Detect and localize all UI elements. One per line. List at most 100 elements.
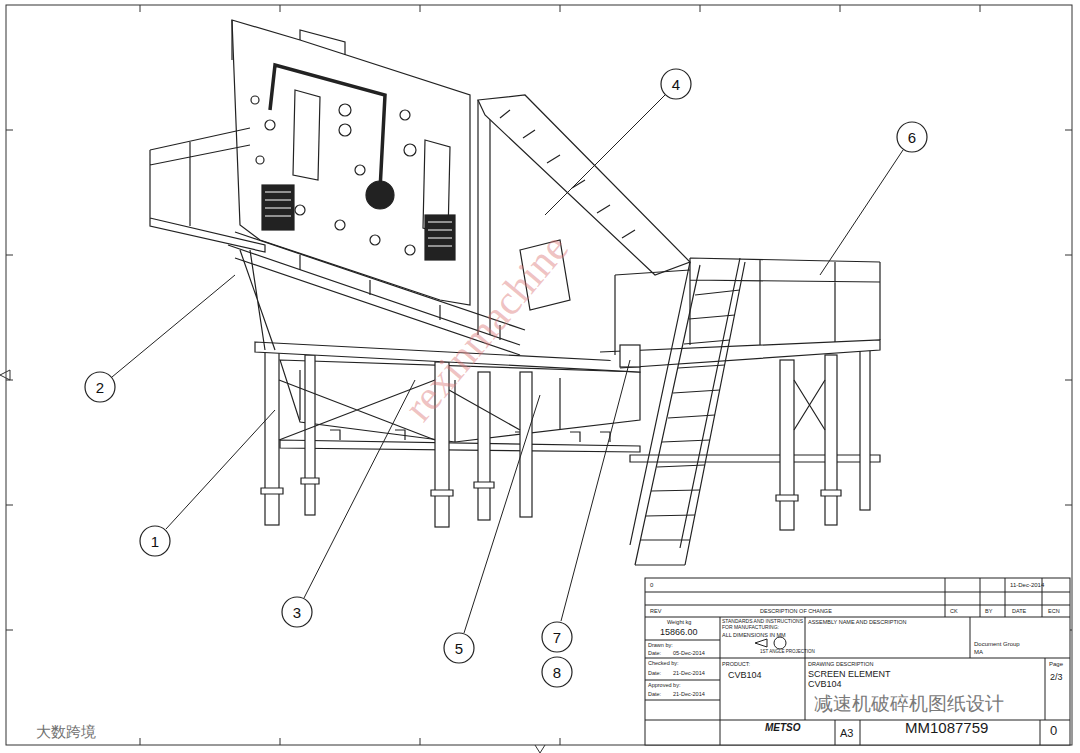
drawing-line bbox=[545, 95, 665, 215]
drawing-line bbox=[635, 290, 740, 565]
title-block-text: Approved by: bbox=[648, 682, 680, 688]
watermark: 减速机破碎机图纸设计 bbox=[812, 694, 1006, 715]
drawing-line bbox=[500, 110, 635, 238]
title-block-text: 11-Dec-2014 bbox=[1010, 582, 1044, 589]
drawing-line bbox=[720, 617, 1045, 745]
drawing-line bbox=[860, 350, 870, 510]
callout-balloon: 3 bbox=[281, 596, 313, 628]
title-block-text: CVB104 bbox=[808, 680, 842, 690]
drawing-line bbox=[232, 20, 470, 305]
title-block-text: 0 bbox=[1050, 724, 1057, 738]
title-block-text: DESCRIPTION OF CHANGE bbox=[760, 608, 832, 614]
title-block-text: Document Group bbox=[974, 641, 1020, 648]
title-block-text: 1ST ANGLE PROJECTION bbox=[760, 650, 815, 655]
title-block-text: Checked by: bbox=[648, 660, 679, 666]
drawing-line bbox=[251, 96, 259, 104]
callout-balloon: 7 bbox=[541, 621, 573, 653]
title-block-text: 21-Dec-2014 bbox=[673, 691, 705, 697]
title-block-text: SCREEN ELEMENT bbox=[808, 670, 891, 680]
drawing-line bbox=[405, 245, 415, 255]
structure-lines bbox=[150, 20, 880, 565]
drawing-line bbox=[478, 95, 690, 275]
drawing-line bbox=[404, 144, 416, 156]
title-block-text: MA bbox=[974, 649, 983, 656]
drawing-line bbox=[270, 65, 385, 190]
drawing-line bbox=[166, 410, 275, 529]
drawing-line bbox=[600, 340, 880, 368]
balloon-circle bbox=[85, 372, 115, 402]
title-block-text: 15866.00 bbox=[660, 628, 698, 638]
callout-number: 2 bbox=[84, 371, 116, 403]
drawing-line bbox=[280, 440, 640, 452]
callout-number: 5 bbox=[443, 632, 475, 664]
drawing-line bbox=[339, 104, 351, 116]
drawing-line bbox=[464, 395, 540, 633]
balloon-circle bbox=[542, 622, 572, 652]
drawing-line bbox=[630, 258, 745, 565]
drawing-line bbox=[366, 181, 394, 209]
title-block-text: Page bbox=[1049, 661, 1063, 668]
drawing-line bbox=[112, 275, 235, 377]
title-block-text: A3 bbox=[840, 727, 853, 739]
drawing-line bbox=[304, 380, 415, 598]
drawing-line bbox=[261, 478, 841, 501]
balloon-circle bbox=[542, 657, 572, 687]
drawing-line bbox=[645, 592, 1070, 720]
drawing-line bbox=[645, 578, 1070, 745]
drawing-line bbox=[232, 20, 345, 60]
drawing-line bbox=[400, 110, 410, 120]
callout-balloon: 8 bbox=[541, 656, 573, 688]
leader-lines bbox=[112, 95, 903, 633]
drawing-line bbox=[293, 90, 450, 235]
drawing-line bbox=[265, 120, 275, 130]
balloon-circle bbox=[140, 526, 170, 556]
drawing-line bbox=[478, 372, 490, 520]
callout-number: 4 bbox=[660, 68, 692, 100]
title-block-text: 21-Dec-2014 bbox=[673, 670, 705, 676]
title-block-text: Date: bbox=[648, 691, 661, 697]
title-block-text: Date: bbox=[648, 650, 661, 656]
callout-balloon: 1 bbox=[139, 525, 171, 557]
drawing-line bbox=[755, 637, 786, 649]
drawing-line bbox=[240, 250, 275, 350]
balloon-circle bbox=[897, 122, 927, 152]
callout-number: 1 bbox=[139, 525, 171, 557]
callout-balloon: 6 bbox=[896, 121, 928, 153]
title-block-text: STANDARDS AND INSTRUCTIONS FOR MANUFACTU… bbox=[722, 619, 804, 630]
drawing-line bbox=[251, 96, 416, 255]
callout-balloon: 2 bbox=[84, 371, 116, 403]
drawing-line bbox=[355, 165, 365, 175]
watermark: 大数跨境 bbox=[34, 724, 98, 741]
balloon-circle bbox=[282, 597, 312, 627]
title-block-text: BY bbox=[985, 608, 992, 614]
title-block-text: 05-Dec-2014 bbox=[673, 650, 705, 656]
drawing-line bbox=[6, 5, 1072, 745]
drawing-line bbox=[265, 192, 452, 246]
drawing-line bbox=[820, 150, 903, 275]
drawing-line bbox=[645, 640, 720, 700]
callout-balloon: 5 bbox=[443, 632, 475, 664]
drawing-line bbox=[265, 350, 279, 525]
callout-number: 6 bbox=[896, 121, 928, 153]
drawing-line bbox=[690, 258, 880, 345]
title-block-text: Drawn by: bbox=[648, 642, 673, 648]
balloon-circle bbox=[661, 69, 691, 99]
title-block-text: CVB104 bbox=[728, 671, 762, 681]
title-block-text: DRAWING DESCRIPTION bbox=[808, 661, 874, 667]
title-block-text: REV bbox=[650, 608, 661, 614]
drawing-line bbox=[520, 372, 532, 517]
drawing-line bbox=[305, 355, 315, 515]
title-block-text: PRODUCT: bbox=[722, 661, 750, 667]
title-block-text: Date: bbox=[648, 670, 661, 676]
title-block-text: METSO bbox=[765, 722, 801, 733]
balloon-circle bbox=[444, 633, 474, 663]
drawing-line bbox=[339, 124, 351, 136]
title-block-text: ALL DIMENSIONS IN MM bbox=[722, 632, 786, 638]
title-block-text: MM1087759 bbox=[905, 720, 988, 737]
drawing-line bbox=[256, 156, 264, 164]
drawing-line bbox=[279, 380, 825, 440]
callout-number: 3 bbox=[281, 596, 313, 628]
drawing-line bbox=[620, 345, 640, 367]
